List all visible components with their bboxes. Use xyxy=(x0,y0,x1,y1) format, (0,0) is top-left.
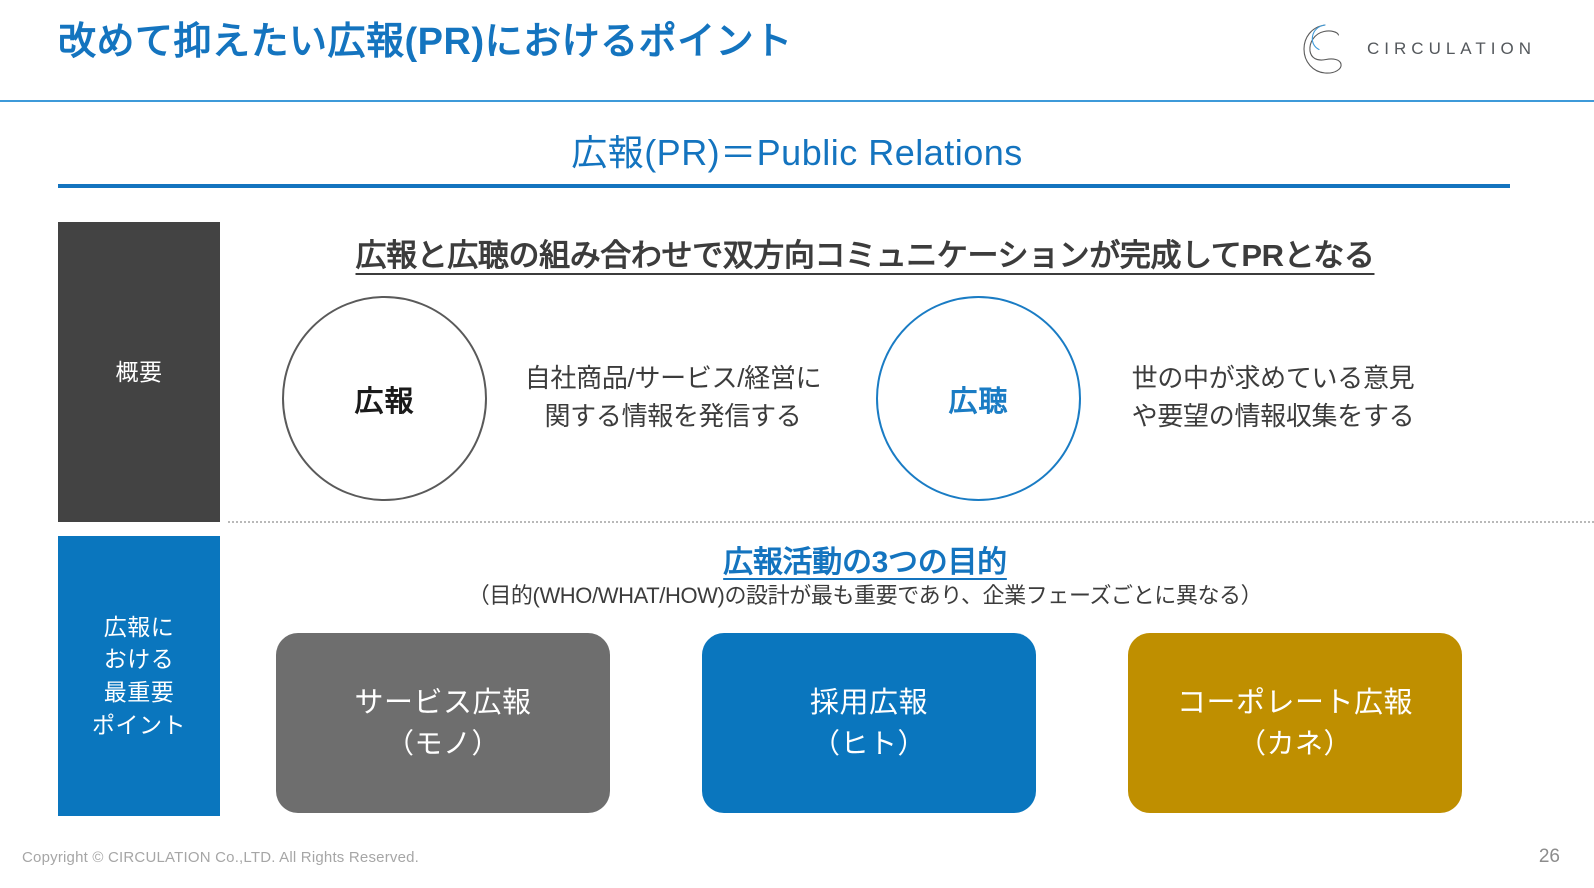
page-number: 26 xyxy=(1538,846,1560,867)
pr-box-recruiting: 採用広報 （ヒト） xyxy=(702,633,1036,813)
circle-koho-description: 自社商品/サービス/経営に 関する情報を発信する xyxy=(498,360,848,435)
circle-koho-description-line1: 自社商品/サービス/経営に xyxy=(524,363,822,393)
side-label-overview-text: 概要 xyxy=(115,358,163,385)
side-label-keypoint-text: 広報における最重要ポイント xyxy=(92,613,186,738)
purpose-heading: 広報活動の3つの目的 xyxy=(723,546,1007,579)
section-divider xyxy=(228,521,1594,523)
circulation-c-logo-icon xyxy=(1303,24,1342,74)
circle-koho-description-line2: 関する情報を発信する xyxy=(544,400,802,431)
circle-koho-label: 広報 xyxy=(354,385,415,418)
header-divider xyxy=(0,100,1594,102)
footer-copyright: Copyright © CIRCULATION Co.,LTD. All Rig… xyxy=(22,849,420,866)
circle-kocho: 広聴 xyxy=(876,296,1081,501)
pr-type-boxes: サービス広報 （モノ） 採用広報 （ヒト） コーポレート広報 （カネ） xyxy=(276,633,1462,813)
pr-box-corporate-line1: コーポレート広報 xyxy=(1176,686,1413,719)
page-title: 改めて抑えたい広報(PR)におけるポイント xyxy=(58,21,793,63)
side-label-keypoint: 広報における最重要ポイント xyxy=(58,536,220,816)
circle-kocho-description-line2: や要望の情報収集をする xyxy=(1131,400,1415,431)
purpose-note: （目的(WHO/WHAT/HOW)の設計が最も重要であり、企業フェーズごとに異な… xyxy=(467,583,1263,608)
side-label-overview: 概要 xyxy=(58,222,220,522)
circle-kocho-description: 世の中が求めている意見 や要望の情報収集をする xyxy=(1098,360,1448,435)
pr-box-recruiting-line1: 採用広報 xyxy=(809,686,928,719)
pr-box-corporate-line2: （カネ） xyxy=(1237,727,1352,759)
subtitle: 広報(PR)＝Public Relations xyxy=(571,132,1023,173)
circle-koho: 広報 xyxy=(282,296,487,501)
circle-kocho-label: 広聴 xyxy=(948,385,1009,418)
logo-wordmark: CIRCULATION xyxy=(1367,39,1536,58)
subtitle-underline-rule xyxy=(58,184,1510,188)
pr-box-corporate: コーポレート広報 （カネ） xyxy=(1128,633,1462,813)
pr-box-service: サービス広報 （モノ） xyxy=(276,633,610,813)
circle-kocho-description-line1: 世の中が求めている意見 xyxy=(1131,363,1415,393)
pr-box-service-line2: （モノ） xyxy=(385,727,500,759)
brand-logo: CIRCULATION xyxy=(1295,18,1536,80)
pr-box-recruiting-line2: （ヒト） xyxy=(811,727,926,759)
pr-box-service-line1: サービス広報 xyxy=(354,686,532,719)
overview-heading: 広報と広聴の組み合わせで双方向コミュニケーションが完成してPRとなる xyxy=(355,238,1375,273)
